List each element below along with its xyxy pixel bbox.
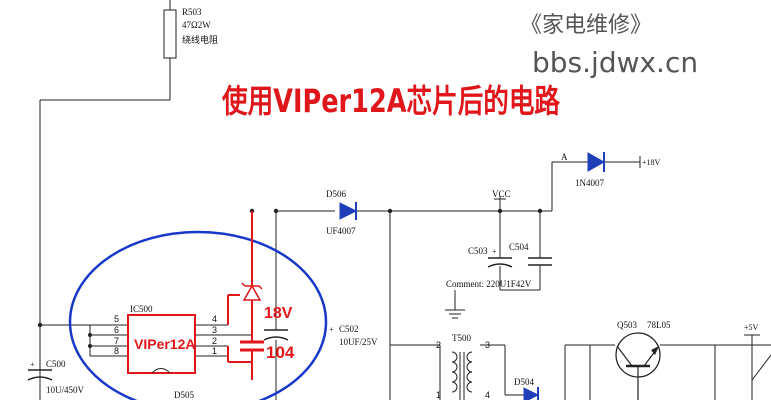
zener-bar [241, 282, 263, 290]
c503-comment: Comment: 220U1F42V [446, 279, 532, 289]
ic-pin-6: 6 [114, 325, 119, 335]
c502-ref: C502 [339, 324, 359, 334]
t500-pin-3: 3 [485, 340, 490, 350]
ic-pin-3: 3 [212, 325, 217, 335]
c500-ref: C500 [46, 359, 66, 369]
d-1n4007-part: 1N4007 [575, 178, 604, 188]
rail-5v-label: +5V [744, 323, 759, 332]
ic-pin-5: 5 [114, 314, 119, 324]
node-a-label: A [561, 152, 568, 162]
ic-pin-2: 2 [212, 336, 217, 346]
added-parts-red [227, 211, 264, 380]
capacitor-c502: + C502 10UF/25V [263, 324, 378, 347]
c500-value: 10U/450V [46, 385, 85, 395]
c503-ref: C503 [468, 246, 488, 256]
t500-ref: T500 [452, 333, 471, 343]
regulator-q503: Q503 78L05 [615, 320, 671, 400]
rail-18v-label: +18V [642, 158, 661, 167]
ic-pin-7: 7 [114, 336, 119, 346]
watermark-title: 《家电维修》 [520, 13, 652, 38]
ic-pin-8: 8 [114, 346, 119, 356]
wires [39, 0, 771, 400]
diode-d504: D504 [514, 377, 540, 400]
r503-value: 47Ω2W [182, 20, 211, 30]
t500-pin-4: 4 [485, 390, 490, 400]
resistor-r503: R503 47Ω2W 绕线电阻 [163, 7, 218, 59]
ic-pin-1: 1 [212, 346, 217, 356]
capacitor-c500: + C500 10U/450V [27, 359, 85, 395]
q503-ref: Q503 [617, 320, 637, 330]
d506-ref: D506 [326, 189, 346, 199]
ic500: IC500 VIPer12A 5 6 7 8 4 3 2 1 [114, 304, 217, 374]
circuit-title: 使用VIPer12A芯片后的电路 [221, 82, 561, 120]
zener-label: 18V [264, 305, 293, 322]
vcc-label: VCC [492, 189, 511, 199]
highlight-ellipse [68, 230, 328, 400]
capacitor-c503: + C503 [468, 246, 513, 268]
diode-1n4007: A +18V 1N4007 [561, 152, 661, 188]
ic-label: VIPer12A [134, 336, 195, 352]
d505-label: D505 [174, 390, 194, 400]
diode-d506: D506 UF4007 [326, 189, 358, 236]
ic-pin-4: 4 [212, 314, 217, 324]
cap104-label: 104 [266, 343, 295, 362]
ic-notch [151, 368, 171, 374]
t500-pin-2: 2 [436, 340, 441, 350]
ic-ref: IC500 [130, 304, 153, 314]
c500-plus: + [30, 360, 35, 369]
r503-desc: 绕线电阻 [182, 34, 218, 46]
wire-switch [751, 354, 771, 381]
c502-value: 10UF/25V [339, 337, 378, 347]
r503-ref: R503 [182, 7, 202, 17]
t500-pin-1: 1 [436, 390, 441, 400]
c504-ref: C504 [509, 242, 529, 252]
q503-part: 78L05 [647, 320, 671, 330]
capacitor-c504: C504 [509, 242, 552, 266]
watermark-url: bbs.jdwx.cn [532, 46, 698, 79]
d506-part: UF4007 [326, 226, 356, 236]
ic-body [127, 314, 196, 374]
d504-label: D504 [514, 377, 534, 387]
c503-plus: + [492, 247, 497, 256]
junction-dots [37, 208, 543, 348]
zener-diode [242, 284, 262, 301]
c502-plus: + [329, 325, 334, 334]
transformer-t500: T500 2 3 1 4 [436, 333, 490, 400]
